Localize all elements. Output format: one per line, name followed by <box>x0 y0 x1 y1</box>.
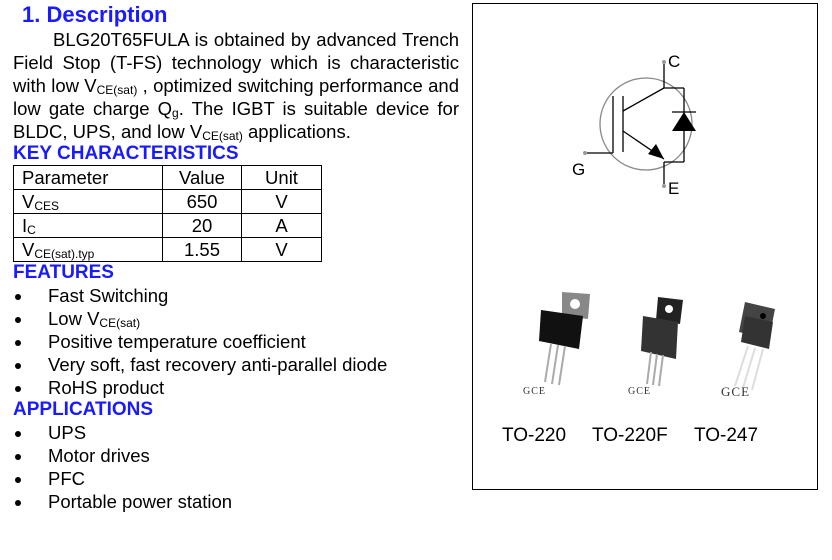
device-figure-box: C E G GCE GCE GCE <box>472 3 818 490</box>
list-item: Portable power station <box>0 490 459 513</box>
header-value: Value <box>162 165 242 190</box>
list-item: Low VCE(sat) <box>0 307 459 330</box>
param-cell: VCES <box>13 189 163 214</box>
left-column: 1. Description BLG20T65FULA is obtained … <box>13 2 459 513</box>
list-item: RoHS product <box>0 376 459 399</box>
to-247-pin-labels: GCE <box>721 384 749 399</box>
to-220-pin-labels: GCE <box>523 386 545 397</box>
value-cell: 20 <box>162 213 242 238</box>
unit-cell: A <box>241 213 322 238</box>
to-247-package-image <box>734 302 775 391</box>
list-item: Fast Switching <box>0 284 459 307</box>
param-cell: IC <box>13 213 163 238</box>
package-label-to-220f: TO-220F <box>592 425 668 446</box>
key-characteristics-heading: KEY CHARACTERISTICS <box>13 143 239 164</box>
package-label-to-220: TO-220 <box>502 425 567 446</box>
features-list: Fast Switching Low VCE(sat) Positive tem… <box>0 284 459 399</box>
header-unit: Unit <box>241 165 322 190</box>
terminal-c: C <box>668 52 680 71</box>
applications-heading: APPLICATIONS <box>13 399 154 420</box>
description-heading: 1. Description <box>22 2 168 27</box>
list-item: Very soft, fast recovery anti-parallel d… <box>0 353 459 376</box>
features-heading: FEATURES <box>13 262 114 283</box>
to-220-package-image <box>539 292 590 386</box>
value-cell: 1.55 <box>162 237 242 262</box>
list-item: Motor drives <box>0 444 459 467</box>
unit-cell: V <box>241 237 322 262</box>
list-item: PFC <box>0 467 459 490</box>
unit-cell: V <box>241 189 322 214</box>
list-item: Positive temperature coefficient <box>0 330 459 353</box>
header-parameter: Parameter <box>13 165 163 190</box>
terminal-g: G <box>572 160 585 179</box>
package-label-to-247: TO-247 <box>694 425 759 446</box>
applications-list: UPS Motor drives PFC Portable power stat… <box>0 421 459 513</box>
value-cell: 650 <box>162 189 242 214</box>
to-220f-pin-labels: GCE <box>628 386 650 397</box>
terminal-e: E <box>668 179 679 198</box>
description-paragraph: BLG20T65FULA is obtained by advanced Tre… <box>13 29 460 143</box>
list-item: UPS <box>0 421 459 444</box>
to-220f-package-image <box>641 297 683 387</box>
igbt-symbol: C E G GCE GCE GCE <box>523 52 775 399</box>
param-cell: VCE(sat).typ <box>13 237 163 262</box>
